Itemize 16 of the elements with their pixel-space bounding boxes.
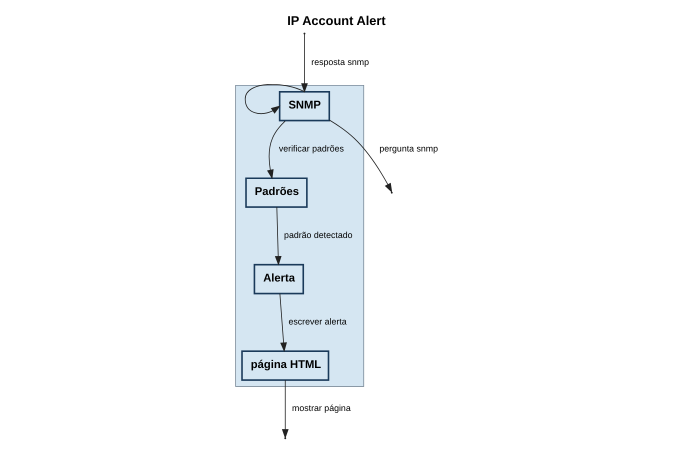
edge-label: verificar padrões bbox=[278, 144, 344, 154]
node-box: Padrões bbox=[245, 177, 308, 208]
arrow bbox=[301, 34, 308, 93]
edge-label: resposta snmp bbox=[311, 57, 369, 68]
diagram-title: IP Account Alert bbox=[287, 12, 386, 28]
arrow bbox=[279, 293, 287, 352]
edge-label: mostrar página bbox=[292, 403, 351, 414]
node-box: página HTML bbox=[241, 350, 330, 381]
edge-label: pergunta snmp bbox=[379, 144, 438, 154]
node-box: Alerta bbox=[254, 264, 304, 294]
arrow bbox=[244, 83, 308, 114]
edge-label: escrever alerta bbox=[288, 316, 347, 327]
node-box: SNMP bbox=[278, 90, 330, 122]
arrow bbox=[267, 120, 286, 180]
arrow bbox=[274, 206, 282, 266]
edge-label: padrão detectado bbox=[284, 230, 353, 240]
